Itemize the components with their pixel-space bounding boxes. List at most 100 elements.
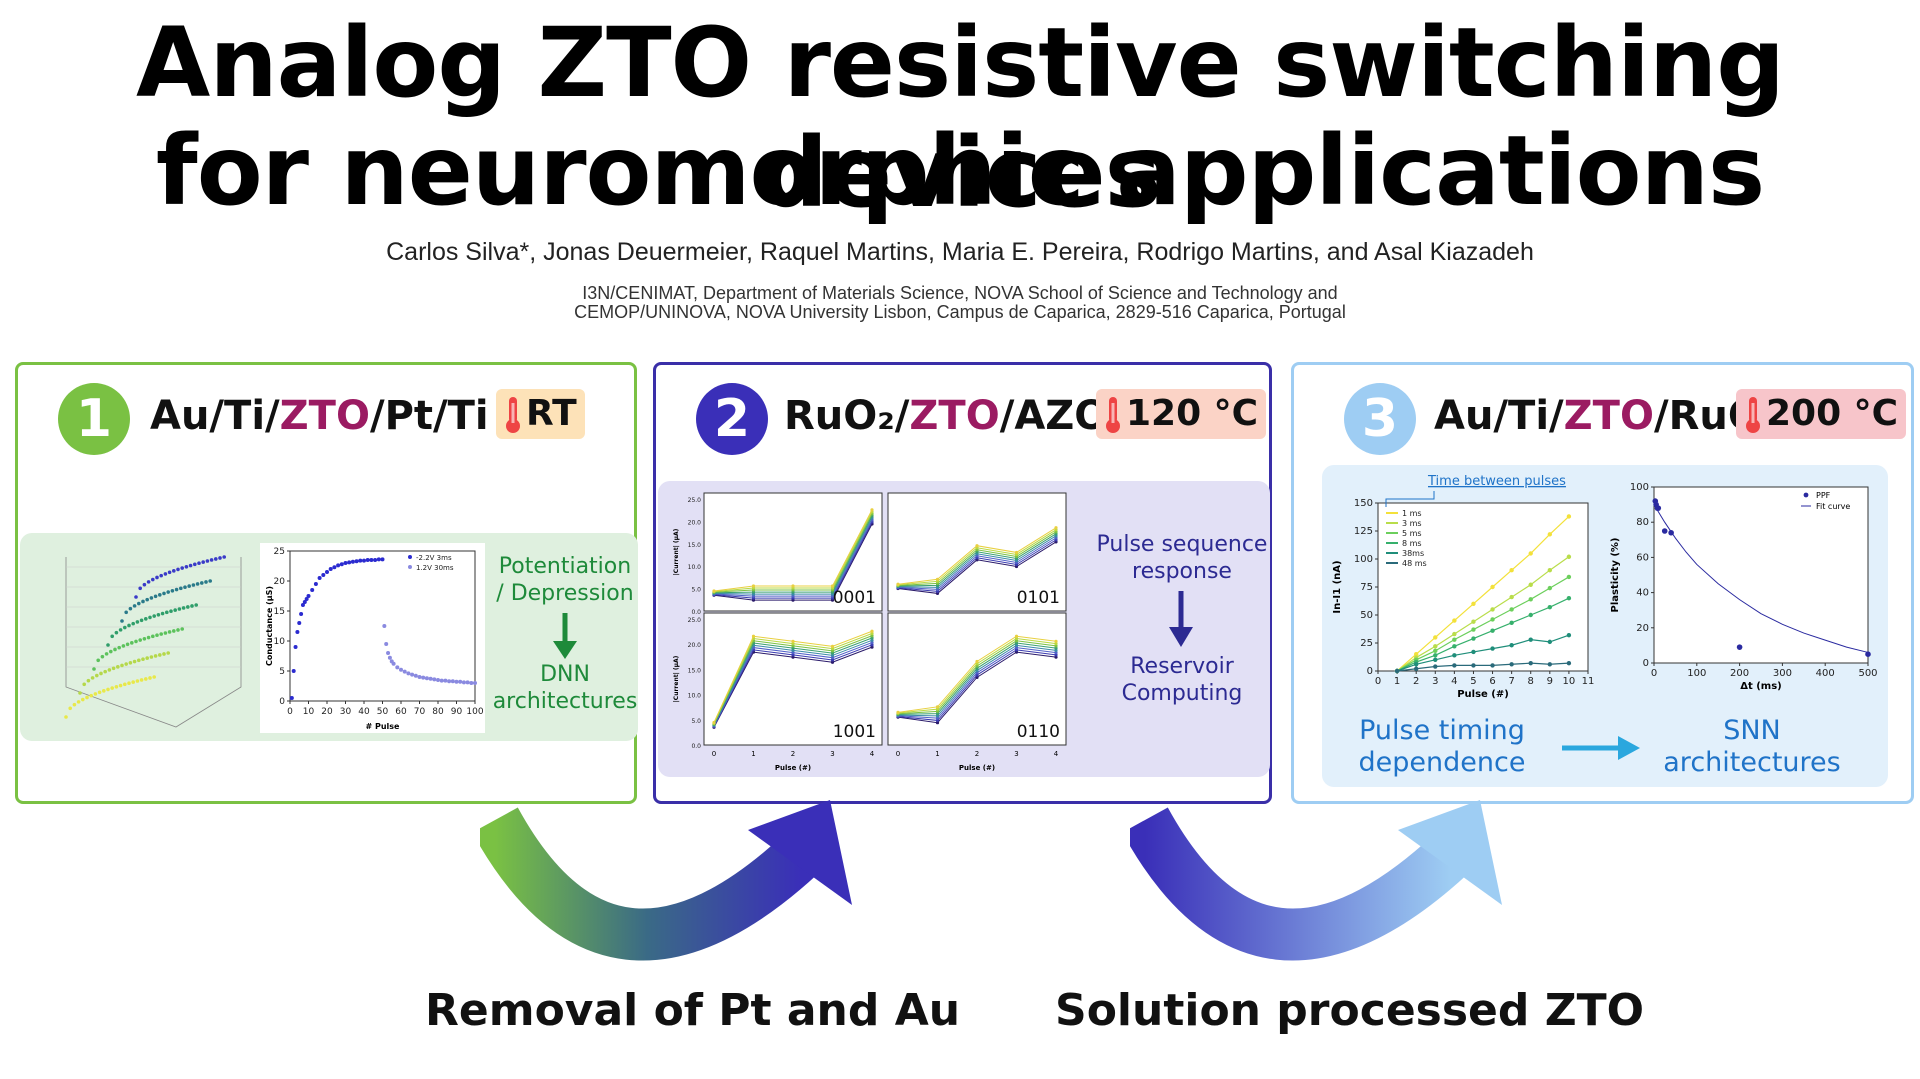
data-point xyxy=(1490,628,1495,633)
data-point xyxy=(111,666,116,671)
data-point xyxy=(1014,636,1019,641)
data-point xyxy=(68,706,72,711)
data-point xyxy=(118,683,123,688)
y-tick-label: 10.0 xyxy=(688,693,702,700)
note-pulse-sequence-response: Pulse sequence response xyxy=(1096,531,1268,585)
data-point xyxy=(317,576,322,580)
right-arrow-icon xyxy=(1562,736,1640,760)
data-point xyxy=(1661,528,1668,534)
x-tick-label: 9 xyxy=(1547,676,1553,687)
x-axis-label: Pulse (#) xyxy=(775,764,811,772)
data-point xyxy=(1014,634,1019,638)
temperature-label: RT xyxy=(526,393,577,434)
data-point xyxy=(167,570,172,575)
data-point xyxy=(1433,648,1438,654)
affiliation-line-1: I3N/CENIMAT, Department of Materials Sci… xyxy=(582,283,1338,303)
data-point xyxy=(156,612,161,617)
data-point xyxy=(152,675,156,679)
data-point xyxy=(1471,636,1476,641)
y-tick-label: 5.0 xyxy=(691,587,701,594)
data-point xyxy=(313,582,318,586)
data-point xyxy=(132,659,137,664)
data-point xyxy=(1471,627,1476,632)
data-point xyxy=(830,584,835,588)
data-point xyxy=(870,631,874,636)
x-tick-label: 0 xyxy=(1651,668,1657,679)
data-point xyxy=(369,558,374,562)
data-point xyxy=(339,562,344,567)
note-pulse-timing-dependence: Pulse timing dependence xyxy=(1342,715,1542,779)
data-point xyxy=(1566,554,1572,559)
x-tick-label: 60 xyxy=(395,707,407,717)
x-tick-label: 200 xyxy=(1730,668,1749,679)
y-tick-label: 25 xyxy=(274,547,285,557)
note-line: Computing xyxy=(1121,681,1243,706)
stack-zto: ZTO xyxy=(909,393,1000,439)
legend-entry: PPF xyxy=(1816,491,1831,500)
y-tick-label: 10 xyxy=(274,637,286,647)
x-tick-label: 80 xyxy=(432,707,444,717)
data-point xyxy=(159,573,163,578)
data-point xyxy=(935,721,940,725)
y-tick-label: 20.0 xyxy=(688,519,702,526)
data-point xyxy=(144,677,148,681)
temperature-label: 120 °C xyxy=(1126,393,1259,434)
data-point xyxy=(100,654,105,659)
curved-arrow-panel1-to-panel2 xyxy=(480,800,852,961)
data-point xyxy=(124,610,128,615)
data-point xyxy=(1014,643,1019,647)
panel-3-temperature-badge: 200 °C xyxy=(1736,389,1907,439)
data-point xyxy=(310,588,315,592)
data-point xyxy=(1528,597,1533,602)
y-tick-label: 25 xyxy=(1360,638,1373,649)
data-point xyxy=(86,678,91,683)
data-point xyxy=(358,558,363,563)
data-point xyxy=(172,569,176,573)
data-point xyxy=(64,715,68,719)
data-point xyxy=(159,632,163,636)
data-point xyxy=(1490,584,1495,590)
data-point xyxy=(1433,657,1438,662)
data-point xyxy=(373,558,378,562)
data-point xyxy=(458,679,463,684)
data-point xyxy=(325,570,329,574)
y-axis-label: Conductance (μS) xyxy=(265,586,274,666)
y-tick-label: 5.0 xyxy=(691,718,701,725)
data-point xyxy=(170,588,175,593)
x-tick-label: 3 xyxy=(830,750,834,758)
y-tick-label: 10.0 xyxy=(688,564,702,571)
x-tick-label: 3 xyxy=(1432,676,1438,687)
data-point xyxy=(162,591,166,596)
note-line: Pulse sequence xyxy=(1096,532,1268,557)
data-point xyxy=(138,586,142,591)
data-point xyxy=(712,589,716,593)
data-point xyxy=(1054,653,1058,657)
data-point xyxy=(1547,662,1553,667)
data-point xyxy=(92,667,96,671)
data-point xyxy=(1509,620,1514,626)
data-point xyxy=(127,623,131,628)
data-point xyxy=(1452,644,1457,649)
data-point xyxy=(151,577,155,582)
y-tick-label: 100 xyxy=(1354,554,1373,565)
data-point xyxy=(208,579,212,583)
plot-frame xyxy=(1653,486,1869,664)
data-point xyxy=(177,607,182,611)
data-point xyxy=(1014,648,1019,652)
data-point xyxy=(1865,651,1871,657)
down-arrow-icon xyxy=(553,613,577,659)
data-point xyxy=(406,671,411,676)
data-point xyxy=(791,646,795,650)
data-point xyxy=(1054,644,1058,648)
data-point xyxy=(386,651,391,655)
data-point xyxy=(935,716,940,720)
data-point xyxy=(132,604,137,608)
3d-box-edge xyxy=(65,557,242,728)
data-point xyxy=(125,642,130,647)
data-point xyxy=(194,603,198,607)
data-point xyxy=(1547,568,1553,573)
subplot-label: 0110 xyxy=(1017,722,1060,742)
data-point xyxy=(149,596,154,600)
